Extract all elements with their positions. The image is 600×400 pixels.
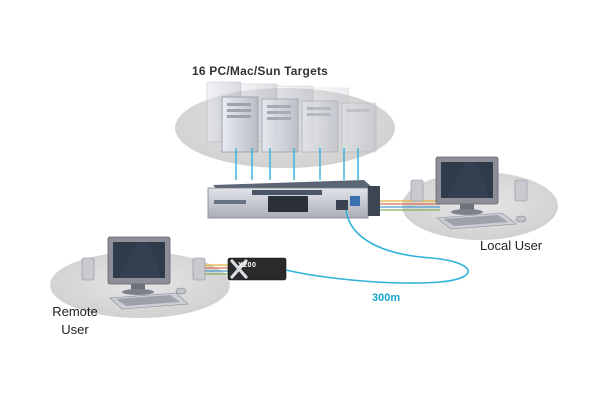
extender-brand-label: X200 bbox=[238, 262, 257, 269]
long-haul-cable bbox=[285, 209, 469, 284]
local-user-cables bbox=[380, 200, 440, 211]
distance-label: 300m bbox=[372, 292, 401, 304]
server-tower-icon bbox=[301, 100, 339, 153]
mouse-icon bbox=[515, 215, 527, 223]
kvm-extender-icon bbox=[227, 257, 287, 281]
server-tower-icon bbox=[221, 96, 259, 153]
remote-user-label: Remote User bbox=[45, 303, 105, 339]
remote-user-cables bbox=[205, 264, 232, 275]
server-tower-icon bbox=[261, 98, 299, 153]
mouse-icon bbox=[175, 287, 187, 295]
workstation-icon bbox=[81, 236, 206, 310]
speaker-icon bbox=[514, 179, 528, 202]
speaker-icon bbox=[410, 179, 424, 202]
workstation-icon bbox=[410, 156, 528, 230]
remote-user-label-line1: Remote bbox=[52, 304, 98, 319]
speaker-icon bbox=[81, 257, 95, 281]
server-tower-icon bbox=[341, 102, 377, 153]
speaker-icon bbox=[192, 257, 206, 281]
remote-user-label-line2: User bbox=[61, 322, 89, 337]
local-user-label: Local User bbox=[480, 238, 543, 253]
kvm-switch-icon bbox=[207, 180, 380, 219]
targets-label: 16 PC/Mac/Sun Targets bbox=[192, 64, 329, 78]
targets-cluster bbox=[175, 81, 395, 168]
target-cables bbox=[235, 148, 359, 180]
